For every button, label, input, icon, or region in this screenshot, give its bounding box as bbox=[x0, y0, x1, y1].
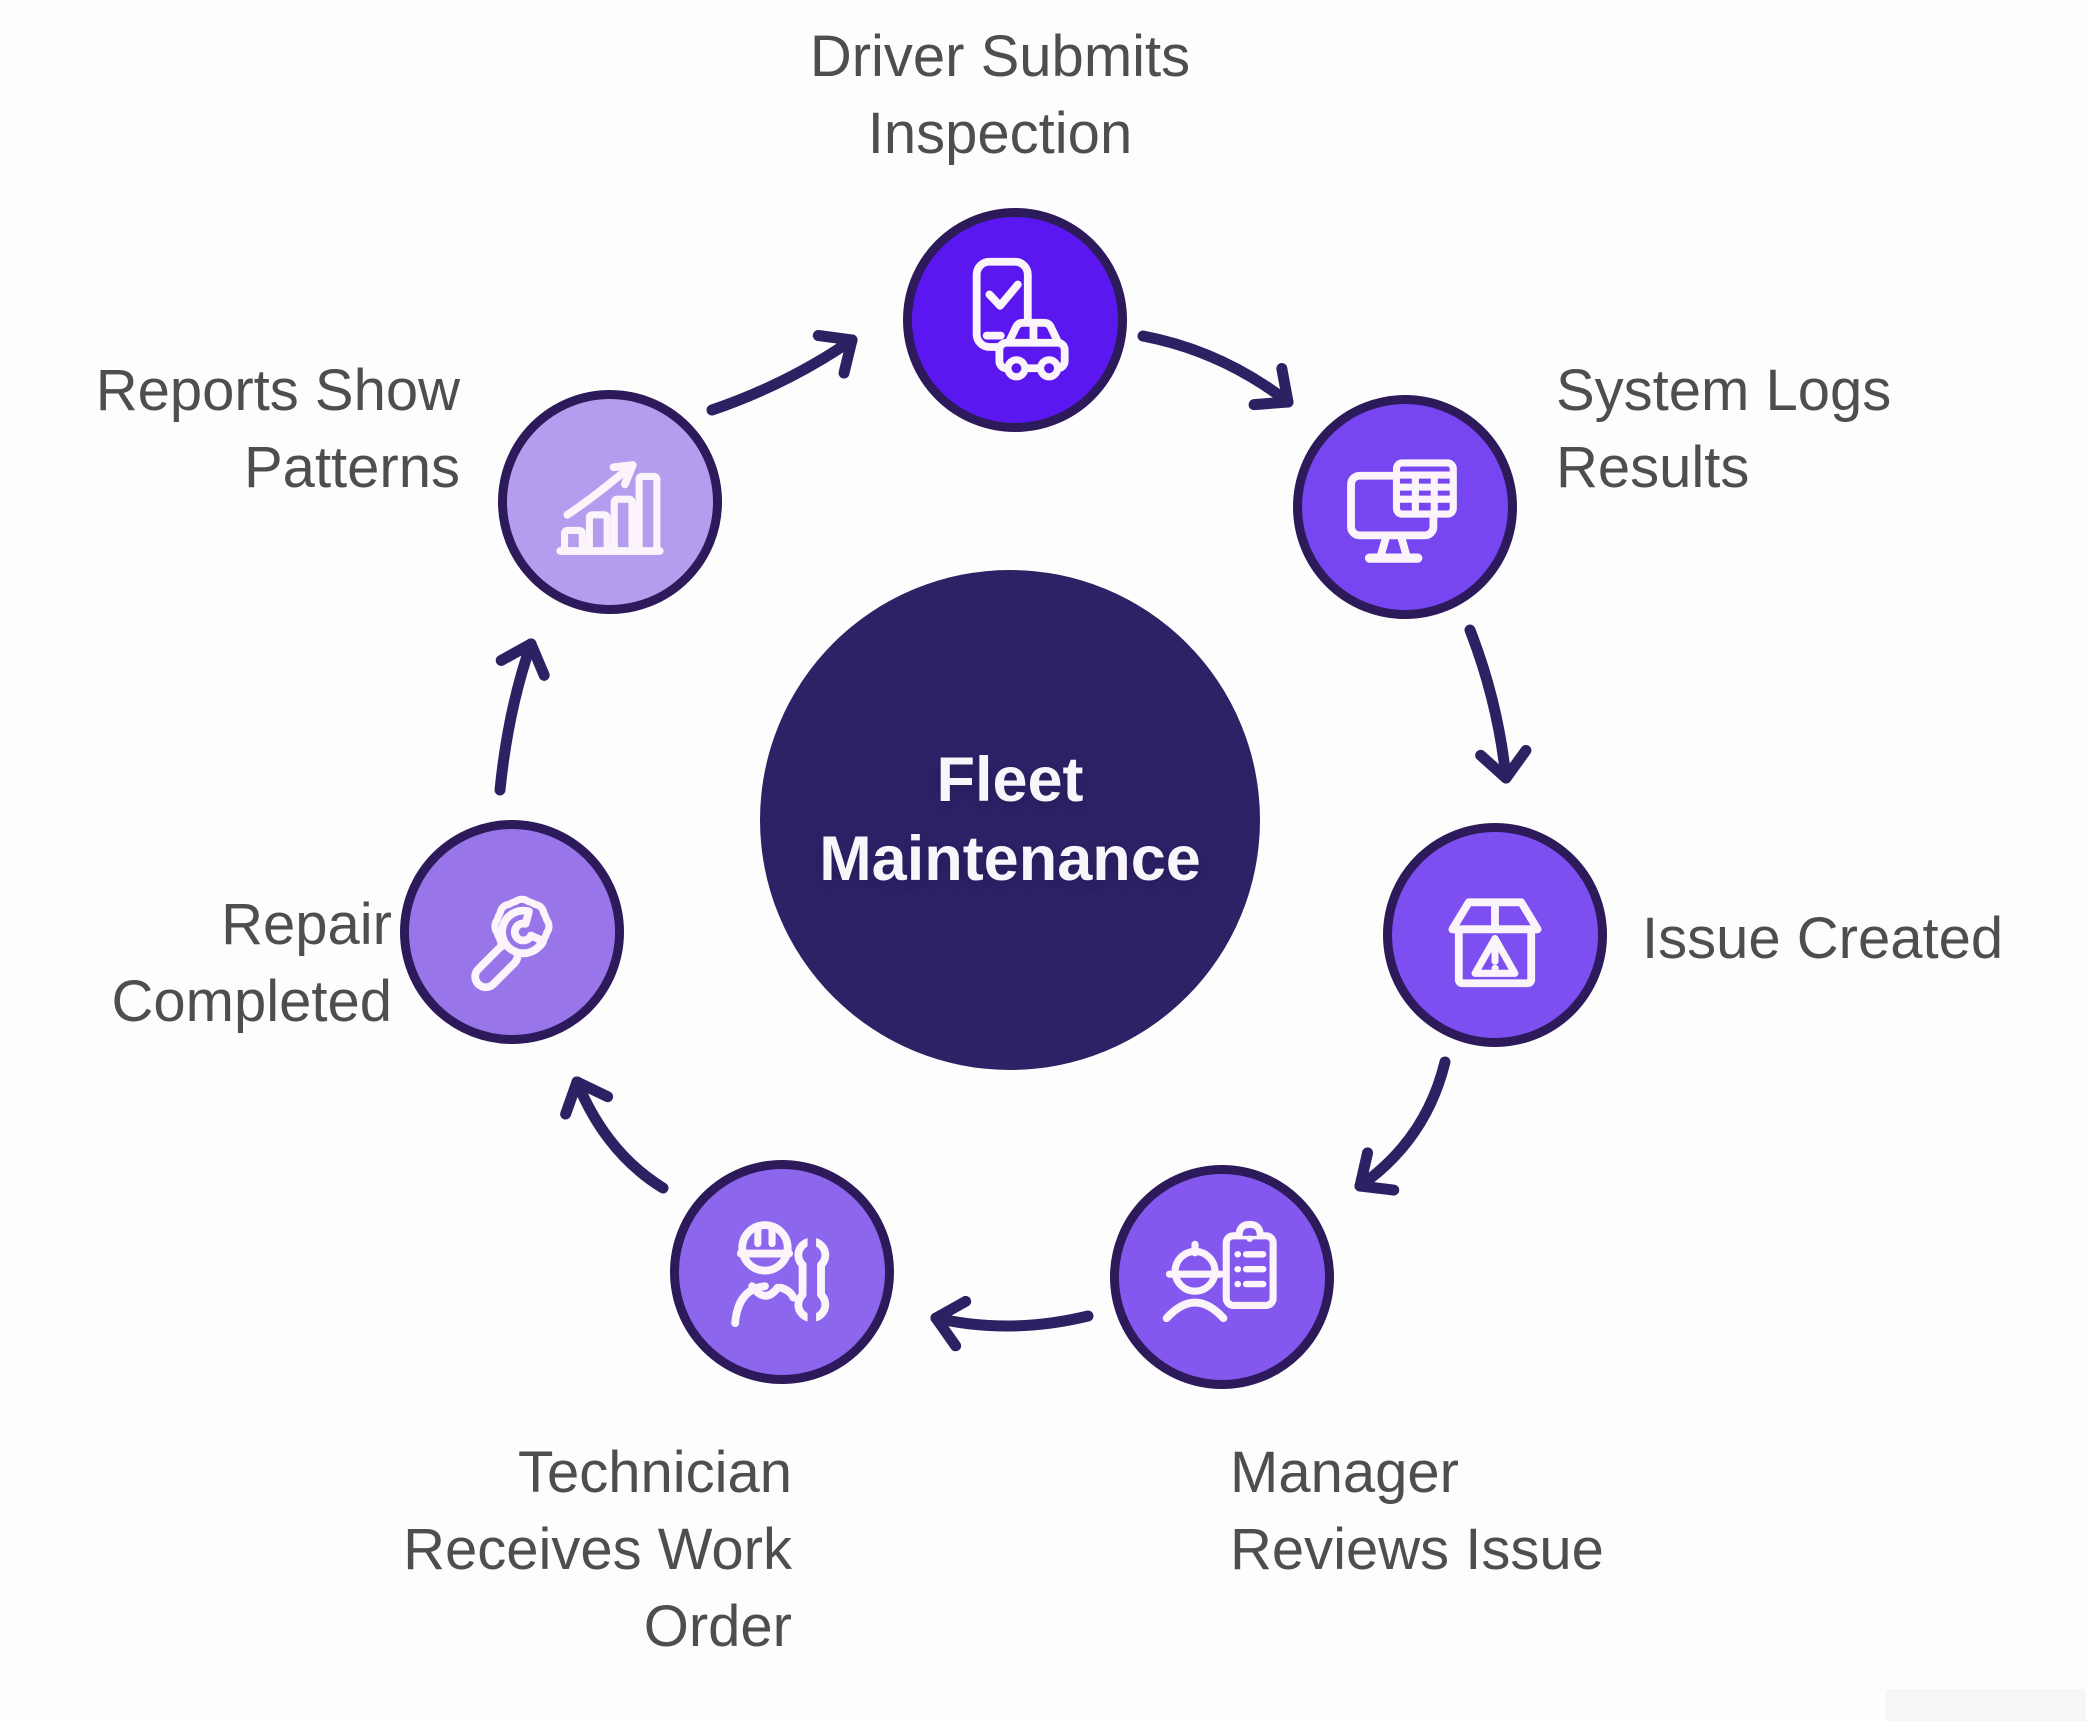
node-system-logs-results bbox=[1293, 395, 1517, 619]
node-repair-completed bbox=[400, 820, 624, 1044]
technician-wrench-icon bbox=[731, 1221, 830, 1328]
box-warning-icon bbox=[1448, 898, 1542, 988]
monitor-table-icon bbox=[1347, 459, 1457, 563]
label-system-logs-results: System Logs Results bbox=[1556, 358, 1892, 500]
node-manager-reviews-issue bbox=[1110, 1165, 1334, 1389]
arrow-repair-to-reports bbox=[494, 638, 537, 796]
wrench-gear-icon bbox=[471, 895, 553, 992]
arrow-issue-to-manager bbox=[1354, 1056, 1451, 1192]
label-repair-completed: Repair Completed bbox=[111, 892, 392, 1034]
manager-clipboard-icon bbox=[1162, 1220, 1277, 1323]
label-manager-reviews-issue: Manager Reviews Issue bbox=[1230, 1440, 1604, 1582]
node-driver-submits-inspection bbox=[903, 208, 1127, 432]
center-hub-title: Fleet Maintenance bbox=[819, 745, 1201, 894]
phone-inspection-car-icon bbox=[972, 257, 1069, 381]
arrow-reports-to-driver bbox=[706, 334, 858, 416]
label-driver-submits-inspection: Driver Submits Inspection bbox=[809, 24, 1191, 166]
label-issue-created: Issue Created bbox=[1642, 906, 2004, 971]
arrow-technician-to-repair bbox=[571, 1076, 669, 1194]
arrow-system-to-issue bbox=[1464, 624, 1512, 784]
watermark-area bbox=[1886, 1689, 2086, 1721]
center-hub-circle: Fleet Maintenance bbox=[760, 570, 1260, 1070]
node-technician-receives-work-order bbox=[670, 1160, 894, 1384]
node-reports-show-patterns bbox=[498, 390, 722, 614]
chart-growth-icon bbox=[556, 461, 664, 555]
arrow-manager-to-technician bbox=[930, 1310, 1094, 1332]
label-reports-show-patterns: Reports Show Patterns bbox=[95, 358, 460, 500]
node-issue-created bbox=[1383, 823, 1607, 1047]
label-technician-receives-work-order: Technician Receives Work Order bbox=[403, 1440, 792, 1659]
arrow-driver-to-system bbox=[1137, 330, 1294, 408]
